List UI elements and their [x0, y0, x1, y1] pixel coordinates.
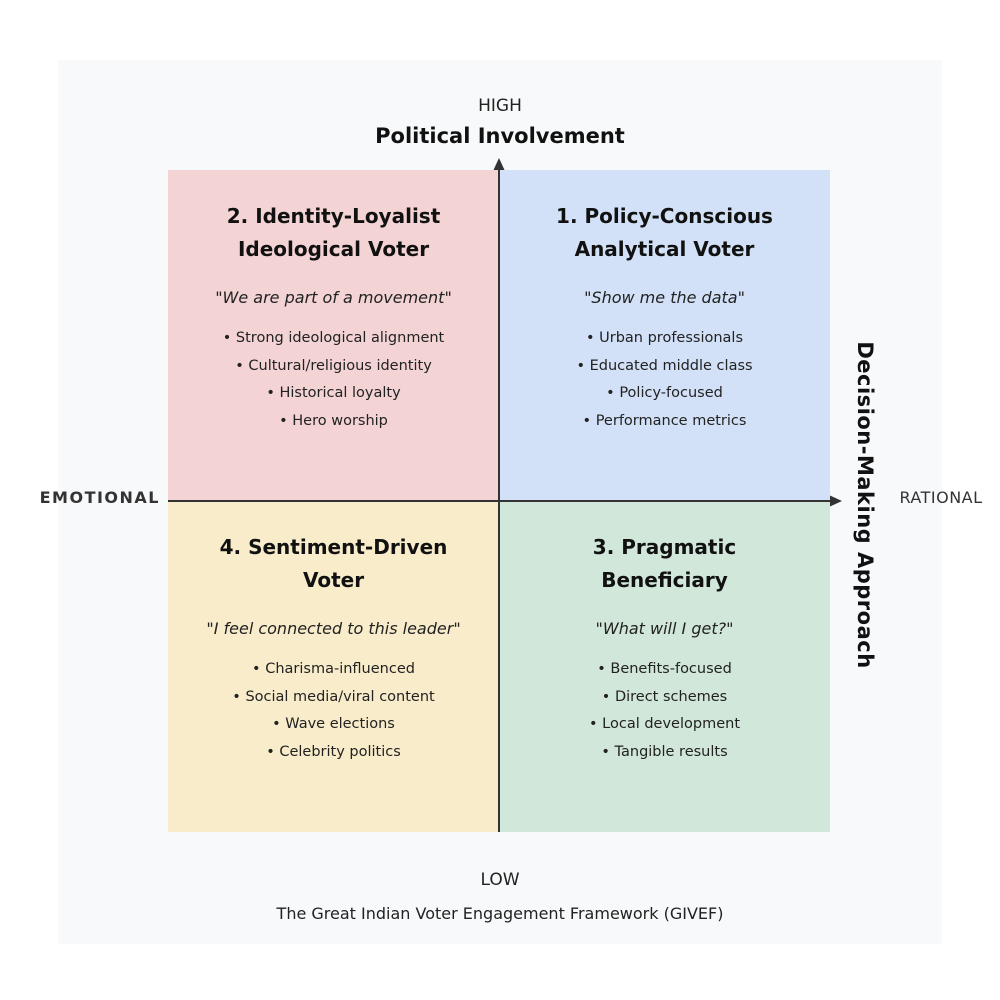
- y-axis-low-label: LOW: [480, 870, 520, 890]
- quadrant-quote: "What will I get?": [595, 619, 734, 638]
- x-axis-right-label: RATIONAL: [899, 488, 983, 507]
- quadrant-title: 1. Policy-Conscious Analytical Voter: [499, 200, 830, 266]
- quadrant-traits-list: Benefits-focused Direct schemes Local de…: [499, 656, 830, 767]
- list-item: Performance metrics: [499, 408, 830, 436]
- quadrant-title-line: Analytical Voter: [574, 237, 755, 261]
- quadrant-title-line: Beneficiary: [601, 568, 728, 592]
- list-item: Cultural/religious identity: [168, 353, 499, 381]
- list-item: Tangible results: [499, 739, 830, 767]
- x-axis-left-label: EMOTIONAL: [39, 488, 160, 507]
- quadrant-title: 2. Identity-Loyalist Ideological Voter: [168, 200, 499, 266]
- quadrant-policy-conscious: 1. Policy-Conscious Analytical Voter "Sh…: [499, 170, 830, 501]
- list-item: Social media/viral content: [168, 684, 499, 712]
- quadrant-title-line: Voter: [302, 568, 365, 592]
- list-item: Local development: [499, 711, 830, 739]
- list-item: Celebrity politics: [168, 739, 499, 767]
- quadrant-traits-list: Charisma-influenced Social media/viral c…: [168, 656, 499, 767]
- quadrant-sentiment-driven: 4. Sentiment-Driven Voter "I feel connec…: [168, 501, 499, 832]
- y-axis-high-label: HIGH: [478, 96, 522, 116]
- quadrant-title-line: 1. Policy-Conscious: [556, 204, 773, 228]
- list-item: Strong ideological alignment: [168, 325, 499, 353]
- quadrant-quote: "I feel connected to this leader": [206, 619, 461, 638]
- quadrant-traits-list: Strong ideological alignment Cultural/re…: [168, 325, 499, 436]
- quadrant-quote: "Show me the data": [584, 288, 745, 307]
- quadrant-title: 3. Pragmatic Beneficiary: [499, 531, 830, 597]
- quadrant-identity-loyalist: 2. Identity-Loyalist Ideological Voter "…: [168, 170, 499, 501]
- list-item: Policy-focused: [499, 380, 830, 408]
- quadrant-title-line: 2. Identity-Loyalist: [226, 204, 441, 228]
- x-axis-arrowhead: [830, 495, 842, 507]
- x-axis-title: Decision-Making Approach: [853, 341, 877, 669]
- list-item: Educated middle class: [499, 353, 830, 381]
- list-item: Wave elections: [168, 711, 499, 739]
- list-item: Urban professionals: [499, 325, 830, 353]
- list-item: Hero worship: [168, 408, 499, 436]
- quadrant-title-line: 4. Sentiment-Driven: [219, 535, 448, 559]
- quadrant-quote: "We are part of a movement": [215, 288, 452, 307]
- quadrant-title: 4. Sentiment-Driven Voter: [168, 531, 499, 597]
- y-axis-arrowhead: [493, 158, 505, 170]
- list-item: Direct schemes: [499, 684, 830, 712]
- list-item: Benefits-focused: [499, 656, 830, 684]
- quadrant-title-line: Ideological Voter: [237, 237, 430, 261]
- diagram-caption: The Great Indian Voter Engagement Framew…: [276, 904, 724, 923]
- list-item: Historical loyalty: [168, 380, 499, 408]
- y-axis-title: Political Involvement: [375, 124, 625, 148]
- quadrant-title-line: 3. Pragmatic: [592, 535, 737, 559]
- quadrant-traits-list: Urban professionals Educated middle clas…: [499, 325, 830, 436]
- quadrant-pragmatic-beneficiary: 3. Pragmatic Beneficiary "What will I ge…: [499, 501, 830, 832]
- list-item: Charisma-influenced: [168, 656, 499, 684]
